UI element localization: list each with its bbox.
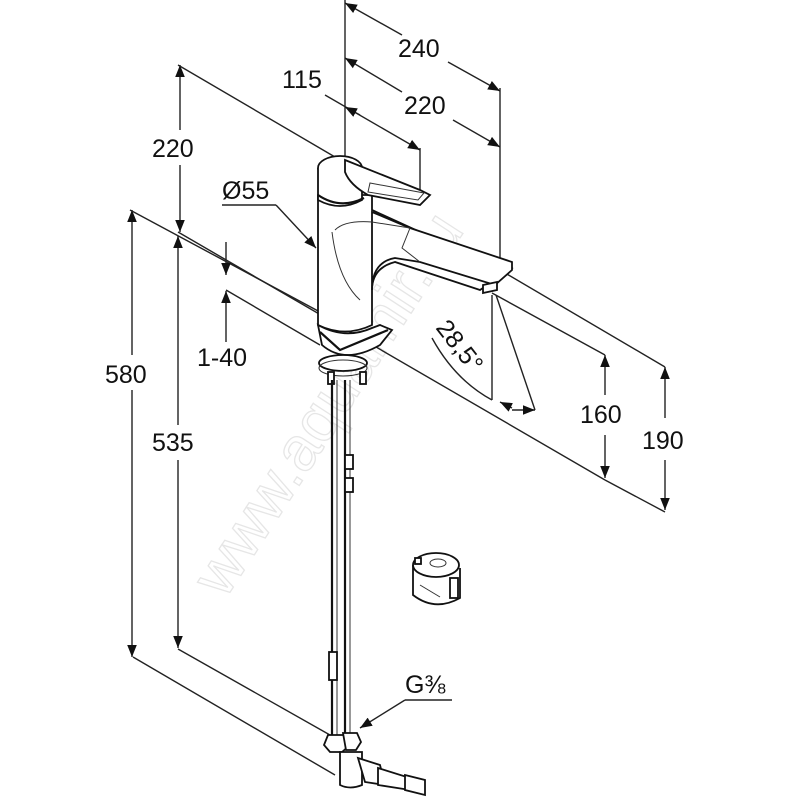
dim-angle: 28,5°	[430, 294, 536, 415]
dim-angle-label: 28,5°	[430, 314, 488, 377]
cartridge-part	[412, 552, 461, 606]
dim-535: 535	[152, 231, 606, 736]
dim-115: 115	[282, 66, 421, 190]
dim-220-top: 220	[344, 57, 501, 148]
dim-220-height-label: 220	[152, 135, 194, 163]
dim-160-label: 160	[580, 401, 622, 429]
dim-240-label: 240	[398, 35, 440, 63]
dim-thread-label: G⅜	[405, 671, 445, 699]
dim-580-label: 580	[105, 361, 147, 389]
dim-diameter: Ø55	[222, 177, 317, 249]
dim-deck-range-label: 1-40	[197, 344, 247, 372]
dim-580: 580	[105, 209, 336, 776]
dim-220-top-label: 220	[404, 92, 446, 120]
supply-hoses	[322, 380, 426, 797]
dim-240: 240	[344, 0, 501, 270]
dim-diameter-label: Ø55	[222, 177, 269, 205]
dim-160: 160	[491, 292, 622, 478]
dim-deck-range: 1-40	[197, 242, 321, 372]
faucet-body	[316, 155, 514, 385]
dim-thread: G⅜	[359, 671, 452, 729]
dim-190-label: 190	[642, 427, 684, 455]
dim-220-height: 220	[152, 64, 336, 232]
dim-115-label: 115	[282, 66, 322, 94]
dim-535-label: 535	[152, 429, 194, 457]
dim-190: 190	[499, 269, 684, 513]
